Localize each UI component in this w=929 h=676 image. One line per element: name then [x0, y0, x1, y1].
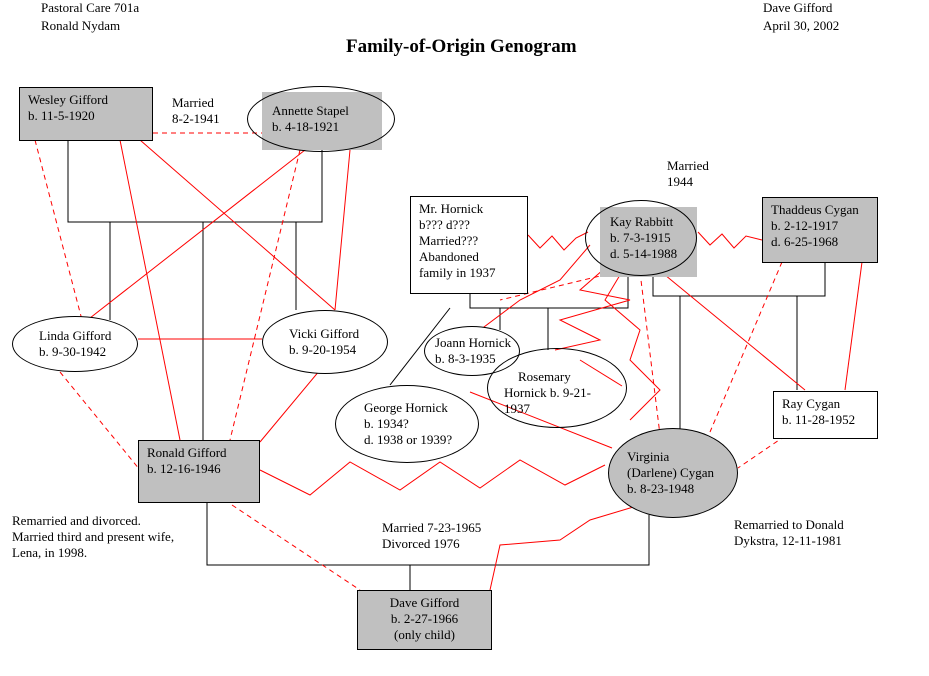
- person-thaddeus-cygan: Thaddeus Cygan b. 2-12-1917 d. 6-25-1968: [762, 197, 878, 263]
- person-note: Married???: [419, 233, 479, 248]
- person-joann-hornick: Joann Hornick b. 8-3-1935: [424, 326, 520, 376]
- person-dates: b. 8-23-1948: [627, 481, 695, 496]
- date-label: April 30, 2002: [763, 18, 840, 33]
- marriage-label: Married: [667, 158, 709, 173]
- course-label: Pastoral Care 701a: [41, 0, 140, 15]
- person-dates: b??? d???: [419, 217, 470, 232]
- person-dates: b. 4-18-1921: [272, 119, 340, 134]
- person-dates: b. 2-12-1917: [771, 218, 839, 233]
- person-dates: b. 11-5-1920: [28, 108, 95, 123]
- person-kay-rabbitt: Kay Rabbitt b. 7-3-1915 d. 5-14-1988: [585, 200, 697, 276]
- person-name: Rosemary: [518, 369, 571, 384]
- person-name: Ronald Gifford: [147, 445, 227, 460]
- marriage-label: Married: [172, 95, 214, 110]
- person-dates: b. 7-3-1915: [610, 230, 671, 245]
- person-ronald-gifford: Ronald Gifford b. 12-16-1946: [138, 440, 260, 503]
- person-dates: b. 1934?: [364, 416, 409, 431]
- person-name: Dave Gifford: [389, 595, 460, 610]
- note-line: Married third and present wife,: [12, 529, 175, 544]
- person-annette-stapel: Annette Stapel b. 4-18-1921: [247, 86, 395, 152]
- person-mr-hornick: Mr. Hornick b??? d??? Married??? Abandon…: [410, 196, 528, 294]
- person-dates: b. 9-30-1942: [39, 344, 107, 359]
- person-virginia-cygan: Virginia (Darlene) Cygan b. 8-23-1948: [608, 428, 738, 518]
- person-name: Ray Cygan: [782, 396, 841, 411]
- person-dates: d. 1938 or 1939?: [364, 432, 453, 447]
- person-name-dates: Hornick b. 9-21-: [504, 385, 592, 400]
- author-label: Dave Gifford: [763, 0, 833, 15]
- person-name: Kay Rabbitt: [610, 214, 674, 229]
- person-name: Virginia: [627, 449, 670, 464]
- note-line: Dykstra, 12-11-1981: [734, 533, 842, 548]
- marriage-date: 8-2-1941: [172, 111, 220, 126]
- person-ray-cygan: Ray Cygan b. 11-28-1952: [773, 391, 878, 439]
- person-dates: d. 6-25-1968: [771, 234, 839, 249]
- marriage-label: Married 7-23-1965: [382, 520, 482, 535]
- instructor-label: Ronald Nydam: [41, 18, 121, 33]
- person-name: (Darlene) Cygan: [627, 465, 714, 480]
- page-title: Family-of-Origin Genogram: [346, 36, 577, 57]
- person-dave-gifford: Dave Gifford b. 2-27-1966 (only child): [357, 590, 492, 650]
- person-name: George Hornick: [364, 400, 448, 415]
- person-dates: 1937: [504, 401, 530, 416]
- person-vicki-gifford: Vicki Gifford b. 9-20-1954: [262, 310, 388, 374]
- person-wesley-gifford: Wesley Gifford b. 11-5-1920: [19, 87, 153, 141]
- person-name: Vicki Gifford: [289, 326, 360, 341]
- person-name: Annette Stapel: [272, 103, 349, 118]
- person-note: (only child): [393, 627, 455, 642]
- person-note: Abandoned: [419, 249, 479, 264]
- person-name: Mr. Hornick: [419, 201, 484, 216]
- divorce-label: Divorced 1976: [382, 536, 460, 551]
- marriage-note-1965: Married 7-23-1965 Divorced 1976: [382, 520, 481, 552]
- person-linda-gifford: Linda Gifford b. 9-30-1942: [12, 316, 138, 372]
- person-dates: b. 11-28-1952: [782, 412, 856, 427]
- marriage-note-1941: Married 8-2-1941: [172, 95, 220, 127]
- person-dates: b. 8-3-1935: [435, 351, 496, 366]
- person-note: family in 1937: [419, 265, 496, 280]
- person-name: Joann Hornick: [435, 335, 512, 350]
- note-line: Remarried to Donald: [734, 517, 844, 532]
- virginia-remarriage-note: Remarried to Donald Dykstra, 12-11-1981: [734, 517, 844, 549]
- person-dates: b. 9-20-1954: [289, 342, 357, 357]
- person-dates: b. 12-16-1946: [147, 461, 221, 476]
- person-dates: b. 2-27-1966: [390, 611, 459, 626]
- ronald-remarriage-note: Remarried and divorced. Married third an…: [12, 513, 174, 561]
- person-name: Wesley Gifford: [28, 92, 108, 107]
- note-line: Lena, in 1998.: [12, 545, 88, 560]
- person-george-hornick: George Hornick b. 1934? d. 1938 or 1939?: [335, 385, 479, 463]
- person-rosemary-hornick: Rosemary Hornick b. 9-21- 1937: [487, 348, 627, 428]
- note-line: Remarried and divorced.: [12, 513, 141, 528]
- marriage-date: 1944: [667, 174, 693, 189]
- family-structure-lines: [67, 140, 826, 590]
- marriage-note-1944: Married 1944: [667, 158, 709, 190]
- person-name: Thaddeus Cygan: [771, 202, 859, 217]
- person-dates: d. 5-14-1988: [610, 246, 678, 261]
- person-name: Linda Gifford: [39, 328, 112, 343]
